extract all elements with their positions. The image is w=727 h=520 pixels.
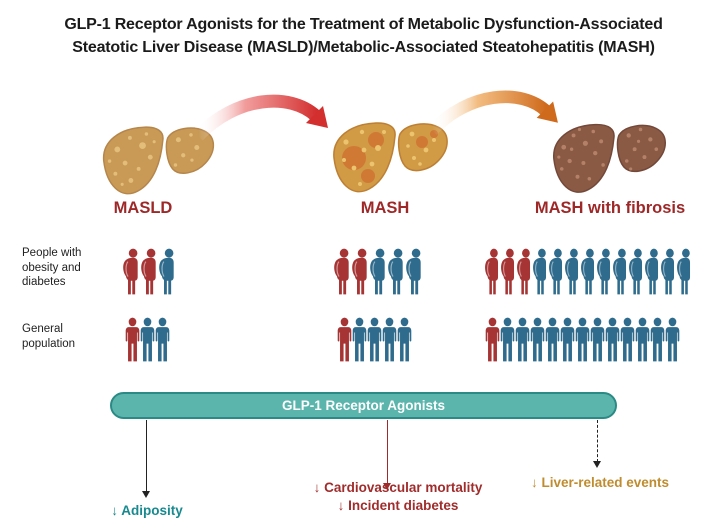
obese-person-icon — [613, 248, 627, 295]
obese-person-icon — [485, 248, 499, 295]
obesity-row-label-line2: obesity and — [22, 261, 81, 274]
liver-events-outcome-line1: ↓ Liver-related events — [530, 475, 670, 490]
obese-person-icon — [661, 248, 675, 295]
person-icon — [545, 317, 560, 362]
obese-person-icon — [533, 248, 547, 295]
person-icon — [650, 317, 665, 362]
person-icon — [352, 317, 367, 362]
liver-events-outcome: ↓ Liver-related events — [510, 474, 690, 492]
obese-person-icon — [677, 248, 691, 295]
masld-liver-illustration — [103, 126, 215, 195]
mash-to-fibrosis-arrow-icon — [427, 90, 558, 135]
figure-title-line2: Steatotic Liver Disease (MASLD)/Metaboli… — [72, 39, 655, 57]
obesity-fibrosis-people — [484, 248, 693, 296]
obese-person-icon — [388, 248, 403, 295]
cardio-outcome: ↓ Cardiovascular mortality ↓ Incident di… — [293, 479, 503, 515]
liver-events-dashed-arrow-icon — [592, 420, 601, 468]
obese-person-icon — [645, 248, 659, 295]
person-icon — [515, 317, 530, 362]
obesity-mash-people — [333, 248, 424, 296]
masld-stage-label: MASLD — [113, 199, 173, 217]
general-mash-people — [336, 317, 413, 363]
cardio-down-arrow-icon — [382, 420, 391, 490]
person-icon — [125, 317, 140, 362]
obese-person-icon — [123, 248, 138, 295]
fibrosis-liver-illustration — [553, 123, 666, 193]
person-icon — [500, 317, 515, 362]
glp1-banner: GLP-1 Receptor Agonists — [110, 392, 617, 419]
obese-person-icon — [159, 248, 174, 295]
general-row-label: General population — [22, 322, 75, 351]
person-icon — [575, 317, 590, 362]
person-icon — [665, 317, 680, 362]
obese-person-icon — [370, 248, 385, 295]
adiposity-down-arrow-icon — [141, 420, 150, 498]
obese-person-icon — [352, 248, 367, 295]
general-fibrosis-people — [484, 317, 681, 363]
general-row-label-line2: population — [22, 337, 76, 350]
obese-person-icon — [581, 248, 595, 295]
adiposity-outcome-line1: ↓ Adiposity — [111, 503, 183, 518]
general-masld-people — [124, 317, 171, 363]
cardio-outcome-line2: ↓ Incident diabetes — [337, 498, 459, 514]
obese-person-icon — [501, 248, 515, 295]
person-icon — [605, 317, 620, 362]
figure-title-line1: GLP-1 Receptor Agonists for the Treatmen… — [64, 16, 663, 33]
person-icon — [155, 317, 170, 362]
adiposity-outcome: ↓ Adiposity — [82, 502, 212, 520]
cardio-outcome-line1: ↓ Cardiovascular mortality — [313, 480, 483, 495]
person-icon — [485, 317, 500, 362]
mash-stage-label: MASH — [360, 199, 410, 217]
person-icon — [337, 317, 352, 362]
obesity-row-label-line3: diabetes — [22, 276, 66, 289]
obese-person-icon — [141, 248, 156, 295]
person-icon — [530, 317, 545, 362]
figure-title: GLP-1 Receptor Agonists for the Treatmen… — [0, 13, 727, 59]
general-row-label-line1: General — [22, 323, 63, 335]
person-icon — [140, 317, 155, 362]
obese-person-icon — [406, 248, 421, 295]
obesity-masld-people — [122, 248, 177, 296]
obesity-row-label: People with obesity and diabetes — [22, 246, 81, 290]
mash-liver-illustration — [333, 122, 448, 193]
obese-person-icon — [597, 248, 611, 295]
person-icon — [382, 317, 397, 362]
obese-person-icon — [565, 248, 579, 295]
person-icon — [560, 317, 575, 362]
obesity-row-label-line1: People with — [22, 247, 82, 259]
person-icon — [620, 317, 635, 362]
glp1-banner-label: GLP-1 Receptor Agonists — [281, 398, 446, 413]
person-icon — [635, 317, 650, 362]
person-icon — [367, 317, 382, 362]
obese-person-icon — [629, 248, 643, 295]
fibrosis-stage-label: MASH with fibrosis — [534, 199, 686, 217]
obese-person-icon — [517, 248, 531, 295]
obese-person-icon — [334, 248, 349, 295]
masld-to-mash-arrow-icon — [193, 94, 328, 141]
person-icon — [397, 317, 412, 362]
obese-person-icon — [549, 248, 563, 295]
person-icon — [590, 317, 605, 362]
